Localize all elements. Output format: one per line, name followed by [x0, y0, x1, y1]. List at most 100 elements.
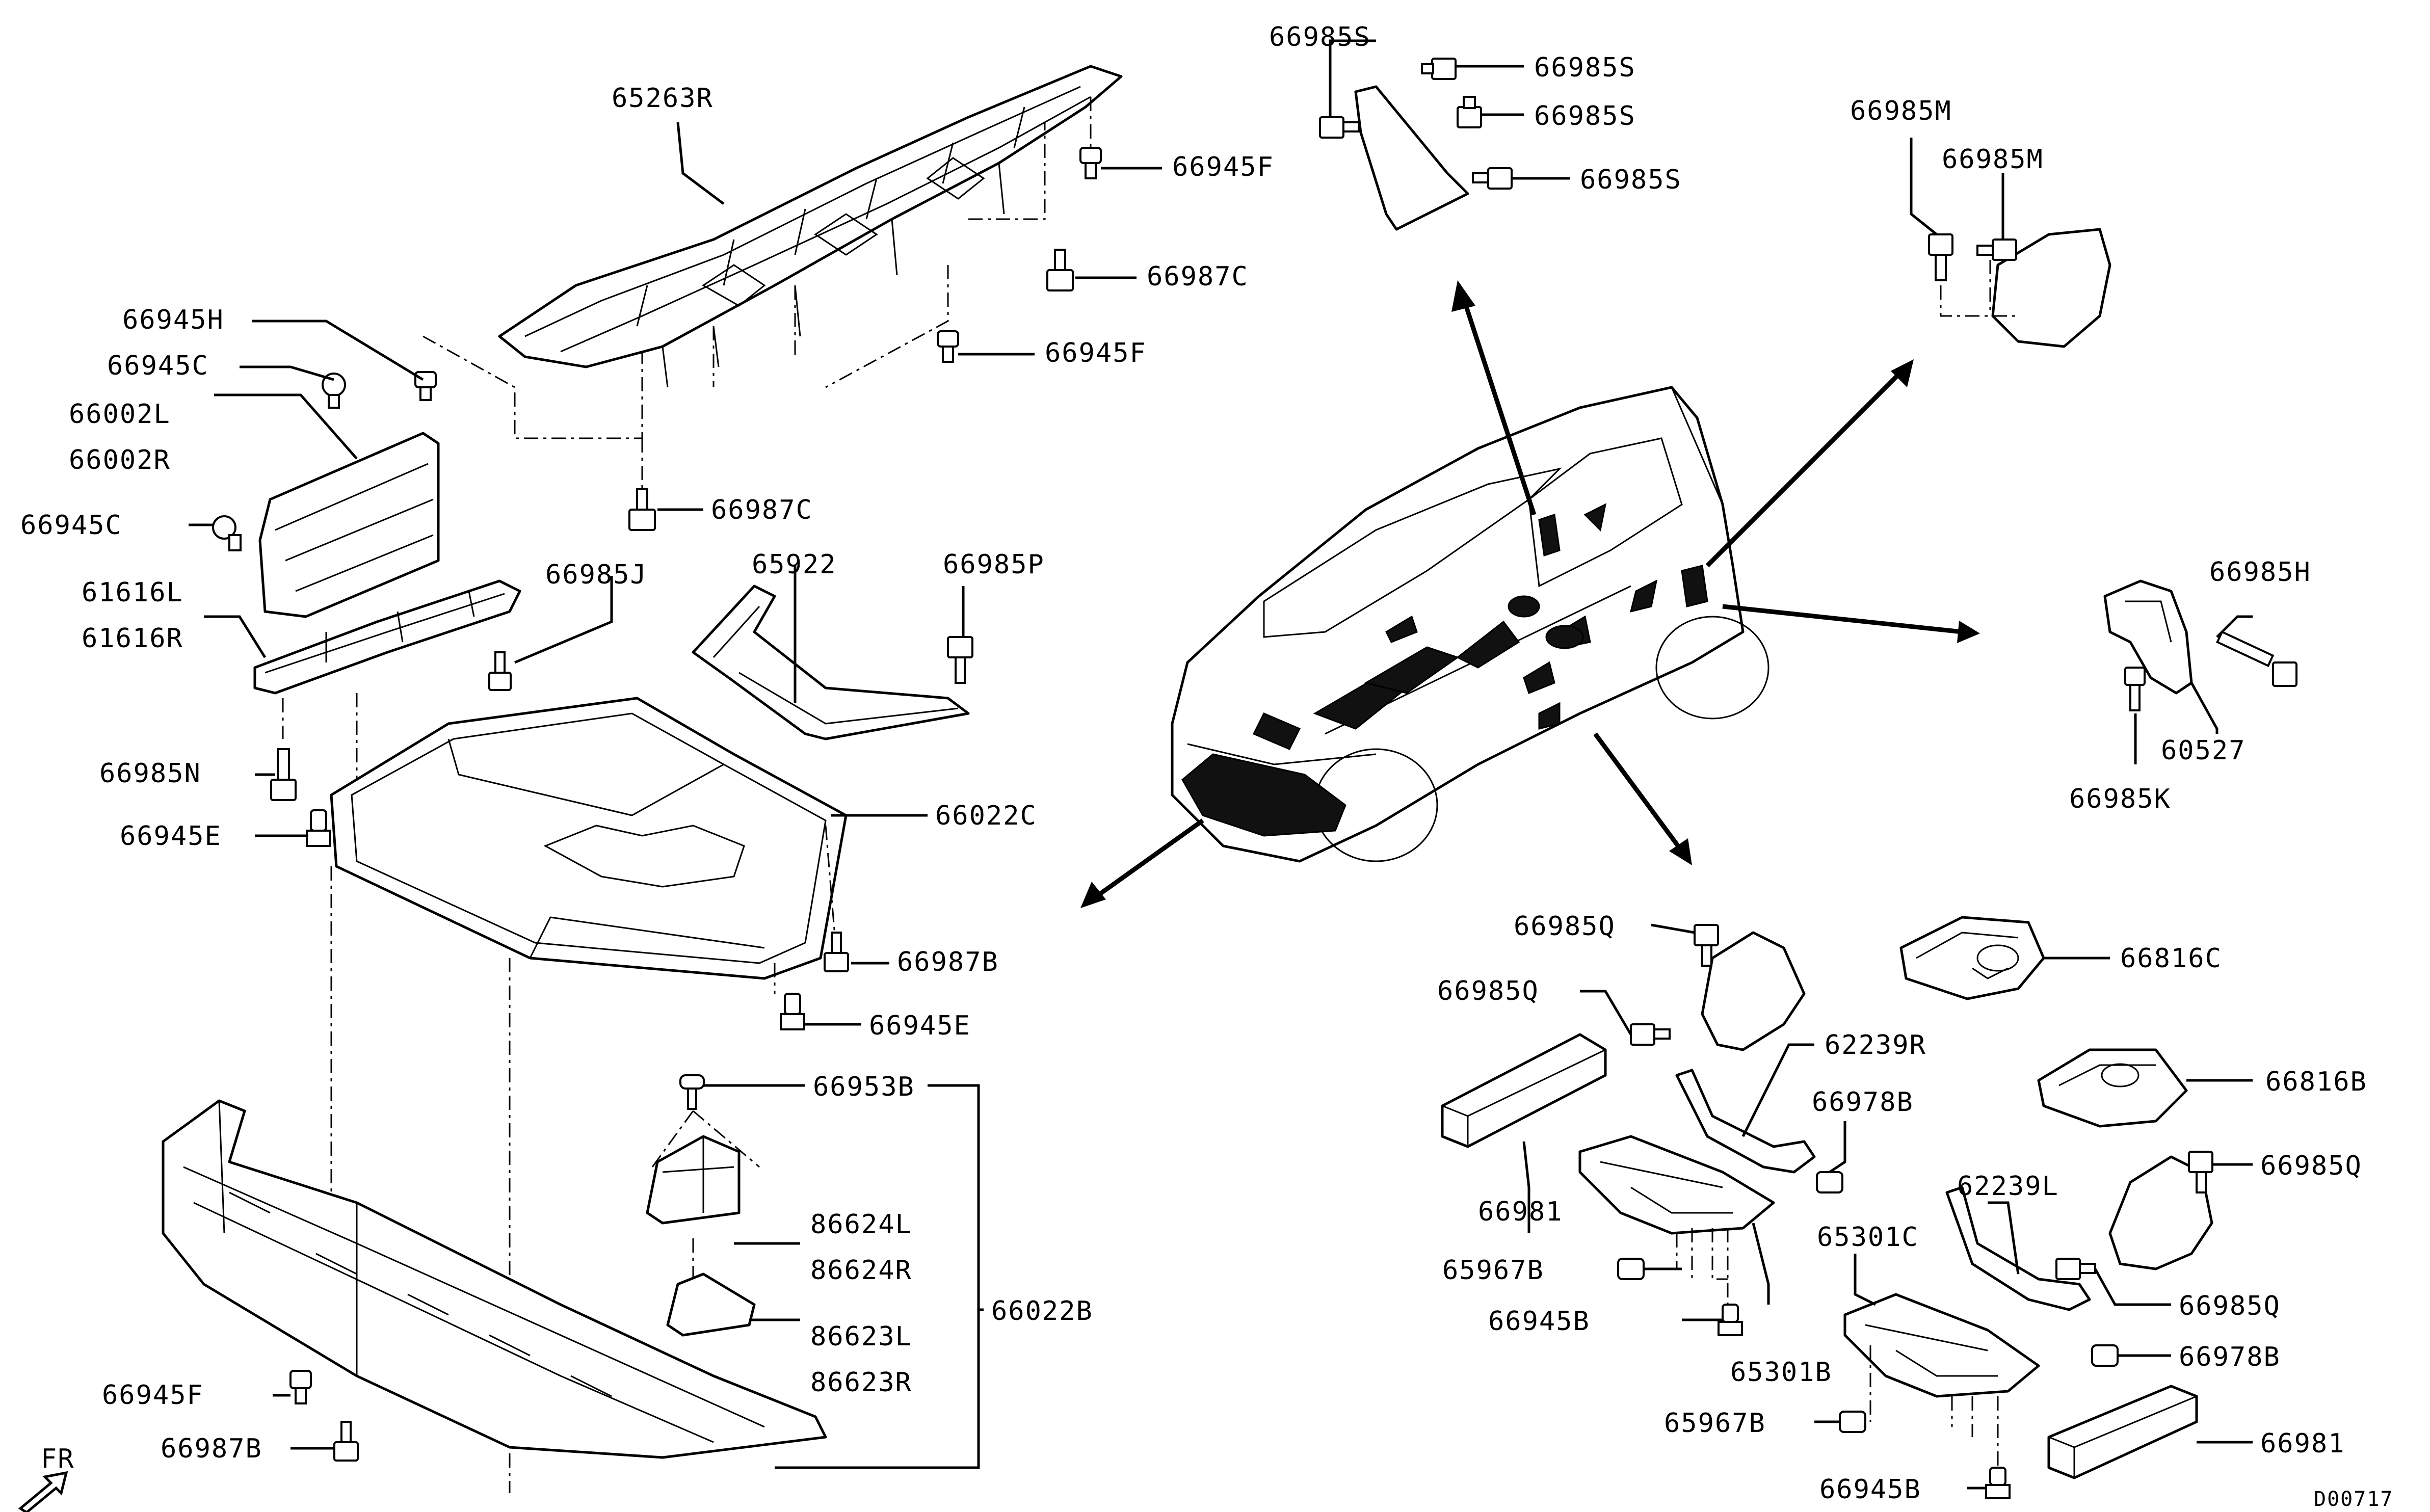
- fastener-66945F-mid: [937, 330, 959, 363]
- cover-65301B: [1578, 1135, 1775, 1235]
- undercover-66022B: [162, 1099, 827, 1459]
- label-66985J: 66985J: [545, 560, 647, 590]
- leaders-top: [422, 97, 1092, 489]
- bracket-66985M: [1991, 228, 2111, 348]
- label-66945F-c: 66945F: [102, 1380, 204, 1411]
- undercover-65263R: [498, 65, 1123, 388]
- label-66945B-a: 66945B: [1488, 1306, 1590, 1337]
- bracket-60527: [2103, 579, 2193, 695]
- bolt-66985K: [2124, 667, 2146, 711]
- bolt-66985S-d: [1472, 167, 1513, 190]
- label-66985S-a: 66985S: [1269, 22, 1371, 52]
- bolt-66985P: [947, 636, 973, 684]
- label-66987B-b: 66987B: [161, 1434, 262, 1464]
- pad-66981-a: [1441, 1033, 1607, 1148]
- bolt-66985M-a: [1928, 233, 1953, 281]
- clip-66945B-b: [1985, 1467, 2011, 1499]
- collar-66978B-a: [1816, 1171, 1843, 1193]
- bolt-66985M-b: [1976, 238, 2017, 261]
- label-86623R: 86623R: [810, 1367, 912, 1398]
- bracket-66985Q-top: [1701, 931, 1806, 1051]
- bracket-86623: [666, 1272, 756, 1337]
- label-66022C: 66022C: [935, 801, 1037, 831]
- bolt-66985Q-b: [1630, 1023, 1671, 1046]
- label-66002L: 66002L: [69, 399, 171, 430]
- crossmember-61616: [253, 579, 521, 695]
- bolt-66985Q-a: [1694, 924, 1719, 967]
- diagram-code: D00717: [2314, 1488, 2394, 1511]
- label-66985H: 66985H: [2209, 557, 2311, 588]
- stay-62239R: [1675, 1069, 1816, 1174]
- label-66816C: 66816C: [2120, 943, 2222, 974]
- label-60527: 60527: [2161, 735, 2246, 766]
- label-86624L: 86624L: [810, 1209, 912, 1240]
- label-66945E-b: 66945E: [869, 1011, 971, 1041]
- label-65967B-a: 65967B: [1442, 1255, 1544, 1286]
- label-66022B: 66022B: [991, 1296, 1093, 1327]
- label-66945E-a: 66945E: [120, 821, 222, 852]
- collar-65967B-b: [1839, 1411, 1866, 1433]
- bolt-66985S-a: [1319, 116, 1360, 139]
- clip-66945F-bottom: [289, 1370, 312, 1404]
- bolt-66985S-c: [1457, 96, 1482, 128]
- clip-66945B-a: [1718, 1304, 1743, 1336]
- car-illustration: [1171, 386, 1769, 863]
- bolt-66987B-a: [824, 932, 849, 972]
- label-61616L: 61616L: [82, 577, 183, 608]
- brace-65922: [692, 585, 970, 740]
- label-65922: 65922: [752, 549, 837, 580]
- label-66945F-a: 66945F: [1172, 152, 1274, 182]
- label-65967B-b: 65967B: [1664, 1408, 1766, 1439]
- bolt-66985S-b: [1421, 58, 1457, 80]
- arrows: [1080, 280, 1980, 908]
- bracket-86624: [646, 1135, 741, 1225]
- bolt-66985Q-d: [2055, 1258, 2096, 1280]
- clip-66945C-b: [212, 515, 242, 551]
- label-65263R: 65263R: [612, 83, 714, 114]
- label-66945H: 66945H: [122, 305, 224, 335]
- label-66985Q-a: 66985Q: [1514, 911, 1616, 942]
- label-66987B-a: 66987B: [897, 947, 999, 977]
- pad-66981-b: [2047, 1385, 2198, 1479]
- label-66985M-a: 66985M: [1850, 96, 1952, 126]
- clip-66945E-a: [306, 809, 331, 847]
- label-66981-a: 66981: [1478, 1197, 1563, 1227]
- label-66816B: 66816B: [2265, 1067, 2367, 1097]
- leader-66985M: [1940, 260, 2018, 317]
- label-66945C-a: 66945C: [107, 351, 209, 381]
- label-FR: FR: [41, 1444, 75, 1474]
- label-86624R: 86624R: [810, 1255, 912, 1286]
- leader-65301B: [1676, 1228, 1729, 1305]
- label-leaders: [189, 39, 2253, 1490]
- label-66985S-b: 66985S: [1534, 52, 1636, 83]
- fastener-66987C-top: [1046, 249, 1074, 291]
- label-66945B-b: 66945B: [1819, 1474, 1921, 1505]
- leader-66022C: [330, 825, 837, 1493]
- label-66945F-b: 66945F: [1045, 338, 1147, 368]
- bolt-66985H: [2216, 630, 2297, 687]
- label-66985N: 66985N: [99, 758, 201, 789]
- fastener-66987C-bottom: [628, 488, 656, 531]
- label-66985P: 66985P: [943, 549, 1045, 580]
- label-61616R: 61616R: [82, 623, 183, 654]
- front-arrow-icon: [18, 1471, 68, 1512]
- label-86623L: 86623L: [810, 1321, 912, 1352]
- bracket-66002: [258, 432, 440, 618]
- label-66945C-b: 66945C: [20, 510, 122, 541]
- label-66985Q-b: 66985Q: [1437, 976, 1539, 1006]
- leader-61616: [282, 693, 358, 780]
- label-66002R: 66002R: [69, 445, 171, 475]
- label-66978B-b: 66978B: [2179, 1342, 2281, 1372]
- cover-65301C: [1843, 1293, 2040, 1398]
- label-62239L: 62239L: [1957, 1171, 2059, 1202]
- bolt-66987B-b: [333, 1421, 359, 1462]
- label-66985S-c: 66985S: [1534, 101, 1636, 131]
- leader-65301C: [1869, 1345, 1999, 1468]
- heatshield-66816B: [2037, 1048, 2188, 1128]
- bolt-66985J: [488, 651, 512, 691]
- label-66985Q-c: 66985Q: [2260, 1151, 2362, 1181]
- label-66987C-a: 66987C: [1147, 261, 1249, 292]
- label-66985Q-d: 66985Q: [2179, 1291, 2281, 1321]
- fastener-66945F-top: [1079, 147, 1102, 179]
- undercover-66022C: [330, 697, 848, 980]
